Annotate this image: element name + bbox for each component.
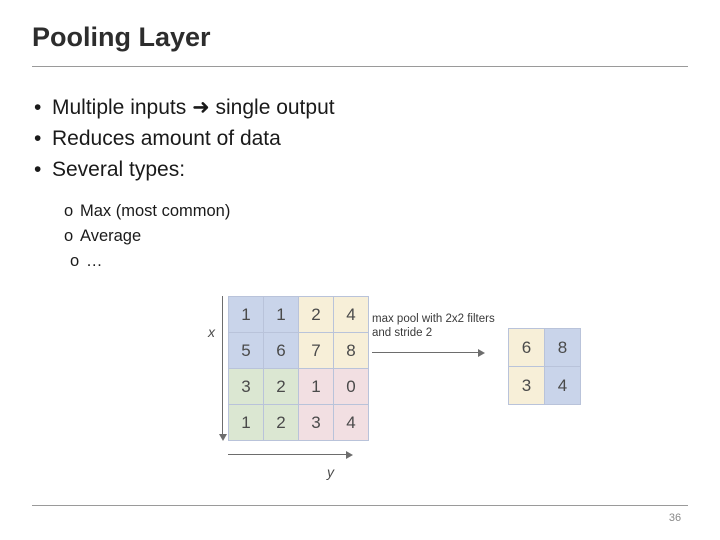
grid-cell: 4 [333,404,369,441]
grid-cell: 1 [228,296,264,333]
output-grid: 6 8 3 4 [508,328,581,405]
bullet-list: • Multiple inputs ➜ single output • Reduce… [34,92,694,274]
grid-cell: 1 [263,296,299,333]
bullet-marker-icon: • [34,96,42,119]
footer-divider [32,505,688,506]
sub-bullet-text: Max (most common) [80,202,231,220]
grid-cell: 2 [263,368,299,405]
table-row: 3 2 1 0 [228,368,369,405]
sub-bullet-marker-icon: o [70,252,80,270]
grid-cell: 3 [508,366,545,405]
table-row: 1 1 2 4 [228,296,369,333]
y-axis-arrow-icon [346,450,353,459]
transform-arrow-icon [478,348,485,357]
transform-arrow-line [372,352,480,353]
bullet-text: Reduces amount of data [52,127,281,150]
sub-bullet-marker-icon: o [64,202,74,220]
grid-cell: 8 [333,332,369,369]
grid-cell: 2 [298,296,334,333]
page-number: 36 [668,512,682,524]
grid-cell: 5 [228,332,264,369]
x-axis-line [222,296,223,436]
page-title: Pooling Layer [32,22,211,52]
bullet-item: • Multiple inputs ➜ single output [34,92,694,123]
bullet-marker-icon: • [34,158,42,181]
bullet-item: • Several types: [34,154,694,185]
grid-cell: 1 [298,368,334,405]
y-axis-line [228,454,348,455]
grid-cell: 7 [298,332,334,369]
grid-cell: 3 [228,368,264,405]
pooling-diagram: x 1 1 2 4 5 6 7 8 3 2 1 0 1 [196,288,616,496]
grid-cell: 3 [298,404,334,441]
grid-cell: 6 [508,328,545,367]
sub-bullet-text: Average [80,227,142,245]
input-grid: 1 1 2 4 5 6 7 8 3 2 1 0 1 2 3 4 [228,296,369,441]
pooling-caption: max pool with 2x2 filters and stride 2 [372,313,495,339]
grid-cell: 4 [333,296,369,333]
table-row: 5 6 7 8 [228,332,369,369]
table-row: 1 2 3 4 [228,404,369,441]
grid-cell: 1 [228,404,264,441]
sub-bullet-item: o Average [64,224,694,249]
x-axis-label: x [208,324,215,340]
sub-bullet-item: o… [64,249,694,274]
grid-cell: 6 [263,332,299,369]
title-divider [32,66,688,67]
grid-cell: 8 [544,328,581,367]
bullet-marker-icon: • [34,127,42,150]
grid-cell: 2 [263,404,299,441]
sub-bullet-marker-icon: o [64,227,74,245]
grid-cell: 0 [333,368,369,405]
bullet-item: • Reduces amount of data [34,123,694,154]
grid-cell: 4 [544,366,581,405]
bullet-text: Several types: [52,158,186,181]
table-row: 6 8 [508,328,581,367]
sub-bullet-text: … [86,252,103,270]
y-axis-label: y [327,464,334,480]
sub-bullet-item: o Max (most common) [64,199,694,224]
table-row: 3 4 [508,366,581,405]
x-axis-arrow-icon [218,434,227,441]
bullet-text: Multiple inputs ➜ single output [52,96,335,119]
